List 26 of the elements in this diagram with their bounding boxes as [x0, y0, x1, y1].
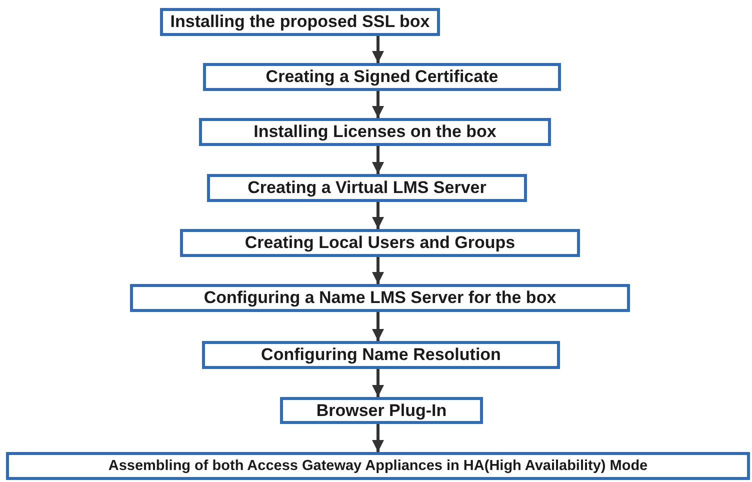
process-box: [203, 63, 561, 91]
arrow: [372, 146, 384, 174]
step-label: Creating a Virtual LMS Server: [248, 178, 486, 198]
process-box: [6, 452, 750, 480]
arrow: [372, 257, 384, 284]
process-box: [280, 397, 483, 424]
arrow: [372, 202, 384, 229]
process-box: [207, 174, 527, 202]
process-box: [180, 229, 580, 257]
step-label: Installing the proposed SSL box: [170, 12, 430, 32]
process-box: [199, 118, 551, 146]
arrow: [372, 312, 384, 341]
step-label: Creating a Signed Certificate: [266, 67, 498, 87]
process-box: [130, 284, 630, 312]
arrow: [372, 424, 384, 452]
step-label: Creating Local Users and Groups: [244, 233, 516, 253]
arrow: [372, 36, 384, 63]
step-label: Assembling of both Access Gateway Appliances in HA(High Availability) Mode: [108, 458, 648, 474]
step-label: Configuring Name Resolution: [261, 345, 501, 365]
arrow: [372, 91, 384, 118]
step-label: Installing Licenses on the box: [254, 122, 496, 142]
step-label: Configuring a Name LMS Server for the box: [204, 288, 556, 308]
process-box: [160, 8, 440, 36]
process-box: [202, 341, 560, 369]
step-label: Browser Plug-In: [316, 400, 447, 420]
arrow: [372, 369, 384, 397]
